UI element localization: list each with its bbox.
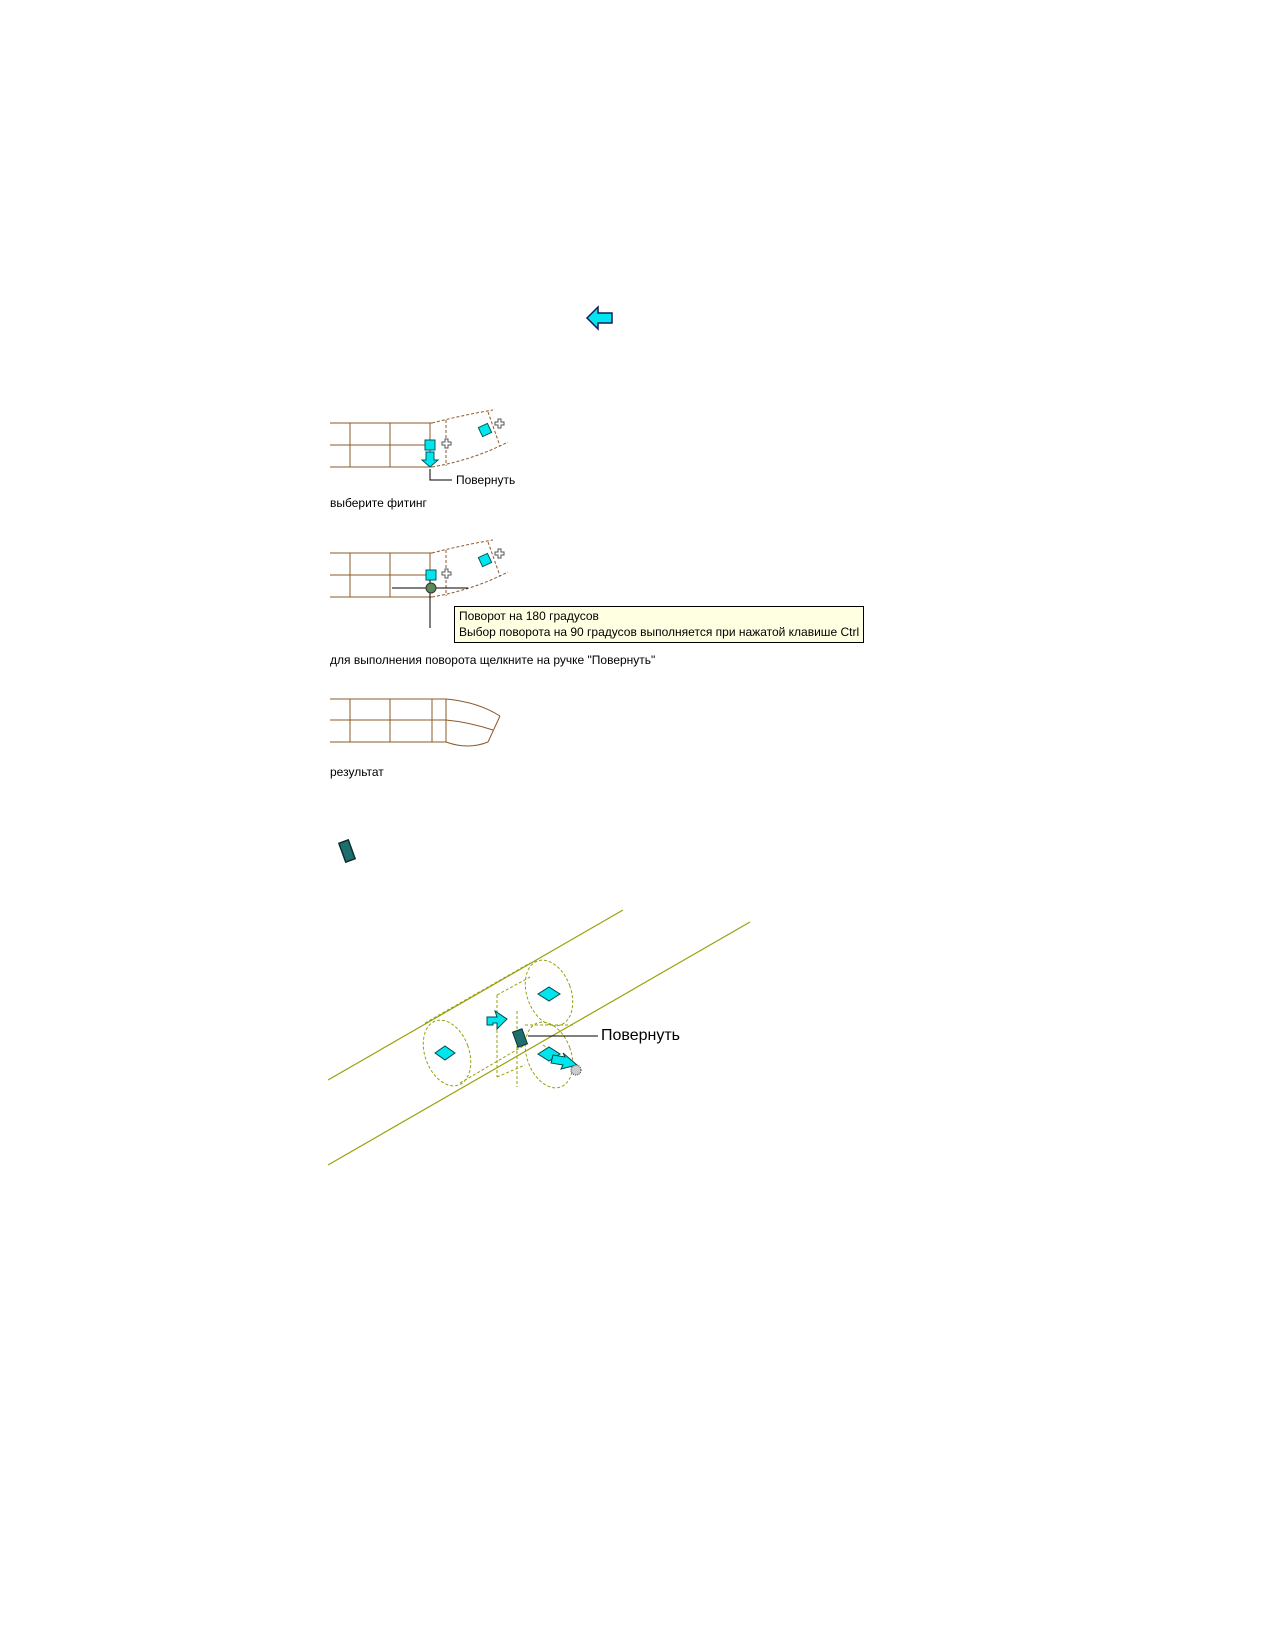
grip-plus [441,438,452,449]
isometric-diagram [327,909,751,1166]
tooltip-line-2: Выбор поворота на 90 градусов выполняетс… [459,625,860,639]
grip-square [424,439,436,451]
grip-diamond [477,422,493,438]
teal-rotate-grip-icon [337,838,357,864]
step3-diagram [330,698,501,747]
step1-caption: выберите фитинг [330,496,427,510]
tooltip-line-1: Поворот на 180 градусов [459,609,599,623]
cyan-left-arrow-icon [585,305,613,331]
rotate-tooltip: Поворот на 180 градусов Выбор поворота н… [454,606,865,643]
step2-diagram [330,539,509,628]
isometric-callout: Повернуть [601,1027,681,1044]
step1-diagram [330,409,509,481]
rotate-grip-arrow [420,451,440,468]
step3-caption: результат [330,765,384,779]
step2-caption: для выполнения поворота щелкните на ручк… [330,653,656,667]
step1-callout: Повернуть [456,473,516,487]
